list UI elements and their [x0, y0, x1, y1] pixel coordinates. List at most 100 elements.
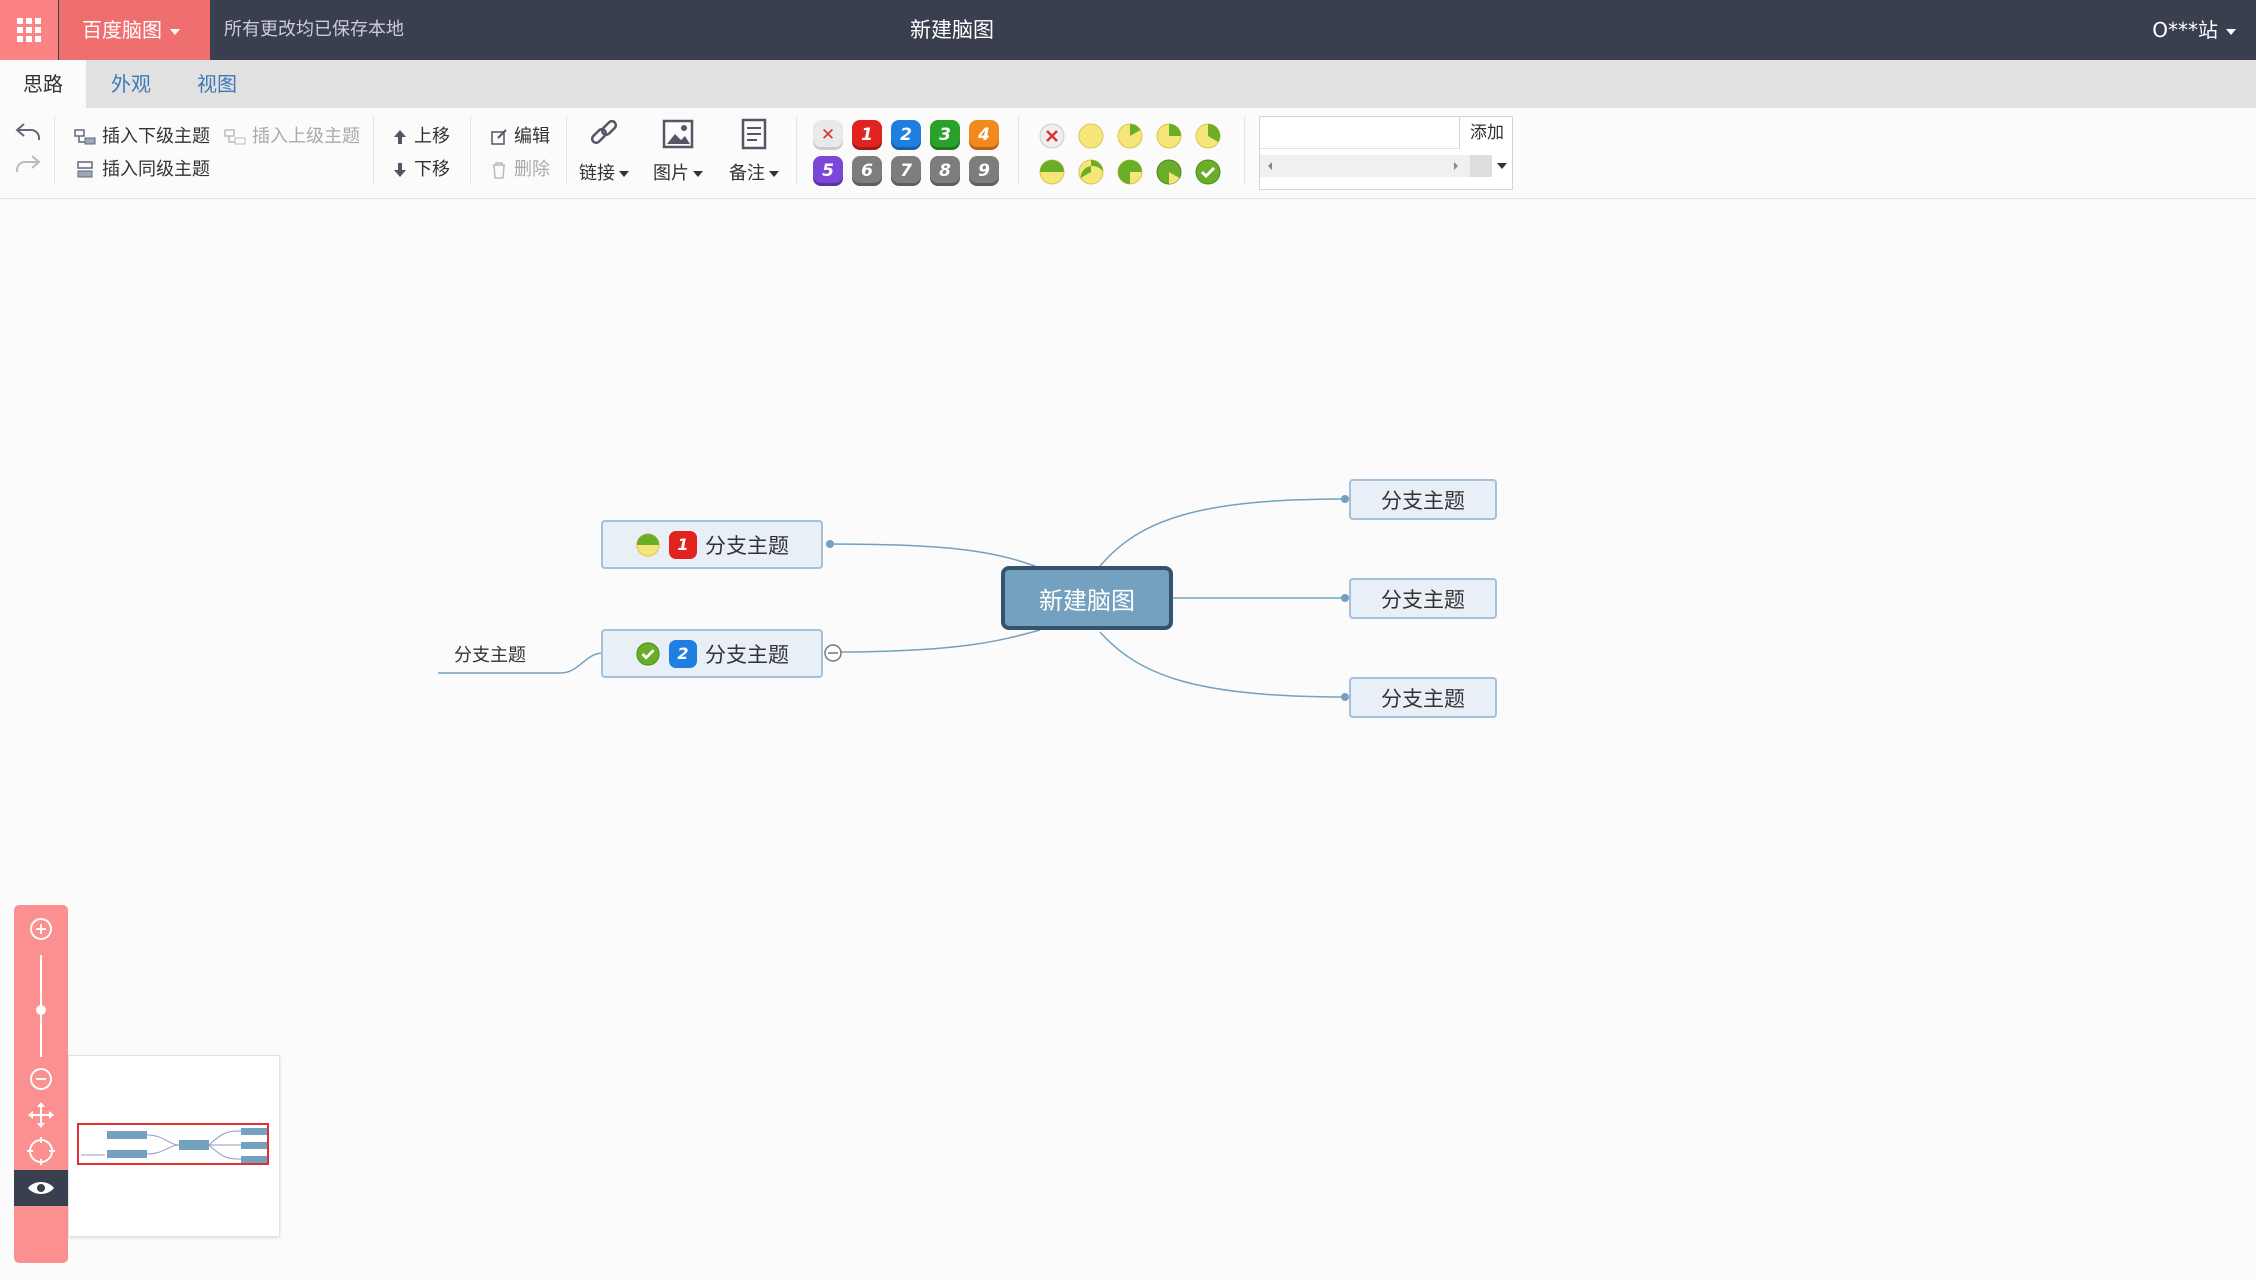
- priority-4-icon[interactable]: 4: [969, 120, 999, 150]
- progress-6-icon[interactable]: [1116, 158, 1144, 186]
- zoom-in-button[interactable]: [14, 911, 68, 947]
- redo-icon: [16, 155, 41, 172]
- minimap-viewport[interactable]: [77, 1123, 269, 1165]
- branch-topic[interactable]: 分支主题: [1349, 578, 1497, 619]
- progress-remove-icon[interactable]: [1038, 122, 1066, 150]
- priority-1-icon[interactable]: 1: [852, 120, 882, 150]
- brand-menu-button[interactable]: 百度脑图: [59, 0, 210, 60]
- apps-grid-icon[interactable]: [0, 0, 58, 60]
- progress-5-icon[interactable]: [1077, 158, 1105, 186]
- move-up-label: 上移: [414, 126, 450, 147]
- priority-2-icon[interactable]: 2: [891, 120, 921, 150]
- resource-input[interactable]: [1260, 117, 1460, 149]
- progress-2-icon[interactable]: [1155, 122, 1183, 150]
- delete-button[interactable]: 删除: [490, 155, 550, 181]
- branch-topic[interactable]: 1 分支主题: [601, 520, 823, 569]
- mindmap-links: [438, 495, 1349, 701]
- branch-topic-label: 分支主题: [1381, 686, 1465, 711]
- redo-button[interactable]: [14, 152, 42, 181]
- priority-8-icon[interactable]: 8: [930, 156, 960, 186]
- tab-view[interactable]: 视图: [197, 72, 237, 96]
- toolbar-separator: [566, 116, 567, 184]
- edit-icon: [491, 129, 507, 145]
- branch-topic[interactable]: 2 分支主题: [601, 629, 823, 678]
- progress-half-icon: [636, 532, 660, 557]
- zoom-out-button[interactable]: [14, 1061, 68, 1097]
- move-down-button[interactable]: 下移: [392, 155, 450, 181]
- progress-0-icon[interactable]: [1077, 122, 1105, 150]
- tab-appearance[interactable]: 外观: [111, 72, 151, 96]
- link-root-left-1: [829, 543, 1041, 569]
- priority-5-icon[interactable]: 5: [813, 156, 843, 186]
- delete-label: 删除: [514, 159, 550, 180]
- branch-topic[interactable]: 分支主题: [1349, 677, 1497, 718]
- priority-remove-icon[interactable]: ✕: [813, 120, 843, 150]
- note-button[interactable]: 备注: [724, 118, 784, 185]
- resource-scrollbar[interactable]: [1260, 155, 1470, 177]
- priority-6-icon[interactable]: 6: [852, 156, 882, 186]
- branch-topic[interactable]: 分支主题: [1349, 479, 1497, 520]
- note-label: 备注: [729, 163, 765, 184]
- undo-button[interactable]: [14, 120, 42, 149]
- sub-topic[interactable]: 分支主题: [454, 645, 526, 666]
- move-up-button[interactable]: 上移: [392, 122, 450, 148]
- branch-topic-label: 分支主题: [705, 533, 789, 558]
- progress-4-icon[interactable]: [1038, 158, 1066, 186]
- insert-sibling-button[interactable]: 插入同级主题: [74, 155, 210, 181]
- zoom-out-icon: [30, 1068, 52, 1090]
- link-button[interactable]: 链接: [574, 118, 634, 185]
- user-name: O***站: [2152, 18, 2218, 42]
- image-label: 图片: [653, 163, 689, 184]
- link-dot: [1341, 693, 1349, 701]
- toolbar-separator: [796, 116, 797, 184]
- toggle-minimap-button[interactable]: [14, 1170, 68, 1206]
- progress-3-icon[interactable]: [1194, 122, 1222, 150]
- link-root-right-3: [1099, 631, 1346, 698]
- priority-9-icon[interactable]: 9: [969, 156, 999, 186]
- zoom-slider-handle[interactable]: [36, 1005, 46, 1015]
- brand-label: 百度脑图: [82, 18, 162, 42]
- zoom-slider[interactable]: [14, 953, 68, 1063]
- note-icon: [741, 118, 767, 150]
- caret-down-icon: [170, 28, 180, 35]
- tab-bar: 思路 外观 视图: [0, 60, 2256, 108]
- document-title: 新建脑图: [910, 18, 994, 42]
- image-icon: [662, 119, 694, 149]
- edit-button[interactable]: 编辑: [490, 122, 550, 148]
- move-down-label: 下移: [414, 159, 450, 180]
- mindmap-canvas[interactable]: 新建脑图 1 分支主题 2 分支主题 分支主题 分支主题 分支主题 分支主题: [0, 199, 2256, 1279]
- priority-2-badge: 2: [669, 639, 697, 668]
- root-topic[interactable]: 新建脑图: [1001, 566, 1173, 630]
- caret-down-icon: [769, 171, 779, 177]
- resource-color-swatch[interactable]: [1470, 155, 1492, 177]
- undo-icon: [15, 123, 40, 140]
- link-dot: [1341, 495, 1349, 503]
- tab-idea[interactable]: 思路: [0, 60, 86, 108]
- resource-panel: 添加: [1259, 116, 1513, 190]
- top-bar: 百度脑图 所有更改均已保存本地 新建脑图 O***站: [0, 0, 2256, 60]
- toolbar-separator: [1244, 116, 1245, 184]
- image-button[interactable]: 图片: [648, 118, 708, 185]
- user-menu-button[interactable]: O***站: [2152, 0, 2236, 60]
- locate-center-button[interactable]: [14, 1133, 68, 1169]
- insert-parent-button[interactable]: 插入上级主题: [224, 122, 360, 148]
- progress-done-icon[interactable]: [1194, 158, 1222, 186]
- toolbar-separator: [54, 116, 55, 184]
- resource-list[interactable]: [1260, 155, 1470, 177]
- priority-7-icon[interactable]: 7: [891, 156, 921, 186]
- toolbar: 插入下级主题 插入上级主题 插入同级主题 上移 下移 编辑 删除 链接 图片 备…: [0, 108, 2256, 199]
- resource-dropdown-icon[interactable]: [1496, 161, 1508, 171]
- progress-1-icon[interactable]: [1116, 122, 1144, 150]
- link-icon: [590, 119, 618, 145]
- move-arrows-icon: [28, 1102, 54, 1128]
- resource-add-button[interactable]: 添加: [1470, 123, 1504, 143]
- insert-child-icon: [74, 129, 96, 145]
- progress-7-icon[interactable]: [1155, 158, 1183, 186]
- save-status-text: 所有更改均已保存本地: [224, 19, 404, 40]
- zoom-panel: [14, 905, 68, 1263]
- insert-child-button[interactable]: 插入下级主题: [74, 122, 210, 148]
- priority-3-icon[interactable]: 3: [930, 120, 960, 150]
- minimap[interactable]: [68, 1055, 280, 1237]
- pan-button[interactable]: [14, 1097, 68, 1133]
- trash-icon: [493, 162, 505, 179]
